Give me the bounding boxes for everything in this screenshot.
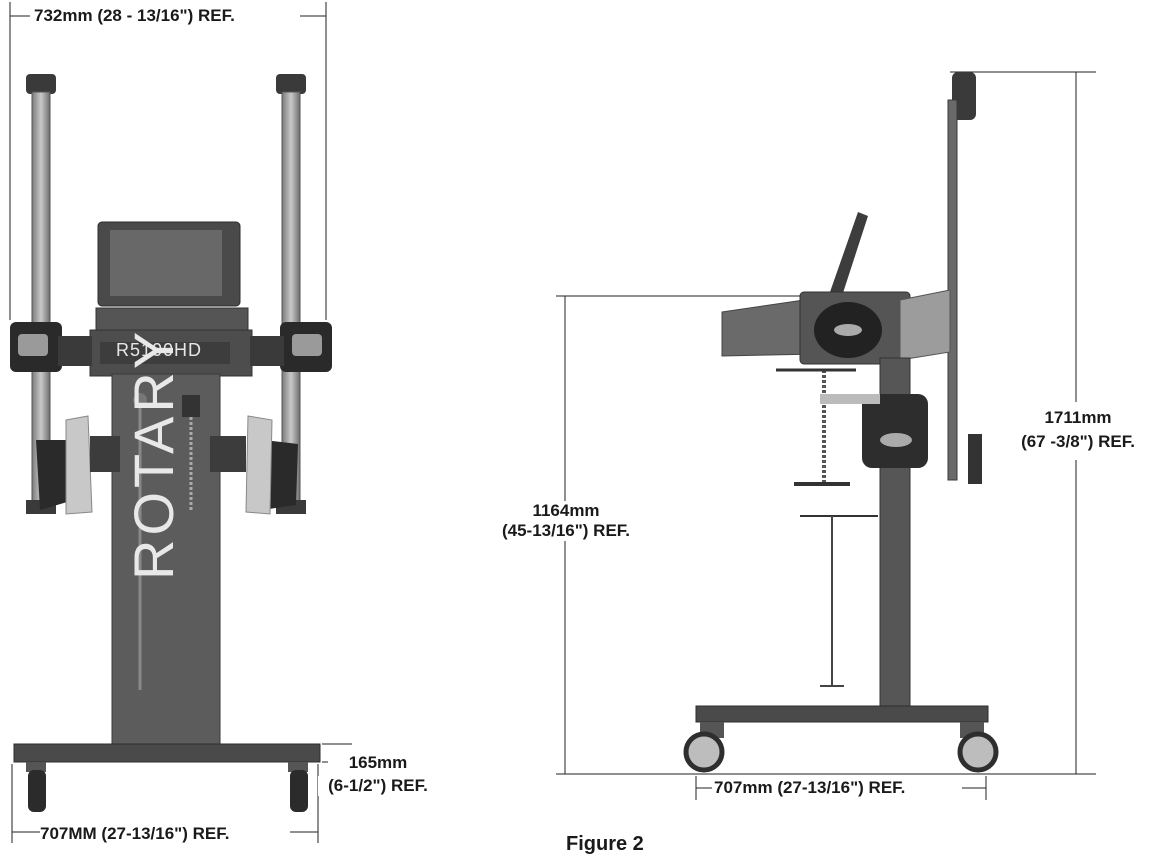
side-right-caster: [957, 722, 999, 773]
right-lower-camera: [210, 415, 298, 515]
side-height-dimension-lines: [556, 71, 1096, 775]
brand-text: ROTARY: [122, 327, 185, 580]
front-bottom-dimension-line: [11, 764, 319, 843]
monitor: [97, 221, 241, 307]
side-mast: [947, 72, 982, 484]
side-height-lower-label-1: 1164mm: [486, 501, 646, 521]
front-column: [111, 373, 221, 747]
front-left-caster: [26, 762, 46, 812]
side-lower-camera: [862, 394, 928, 468]
side-head: [721, 289, 951, 365]
side-view: [556, 71, 1096, 800]
front-view: [9, 2, 352, 843]
side-height-lower-label-2: (45-13/16") REF.: [486, 521, 646, 541]
figure-caption: Figure 2: [566, 833, 644, 855]
front-top-dimension-line: [9, 2, 327, 320]
side-monitor: [830, 212, 868, 296]
front-top-width-label: 732mm (28 - 13/16") REF.: [34, 6, 235, 26]
side-height-total-label-1: 1711mm: [1006, 408, 1150, 428]
side-left-caster: [683, 722, 725, 773]
side-brake-pedal-rod: [776, 368, 880, 687]
side-height-total-label-2: (67 -3/8") REF.: [1006, 432, 1150, 452]
left-sensor-rail: [26, 74, 56, 514]
right-upper-camera: [250, 322, 332, 372]
model-badge: R5100HD: [116, 340, 203, 360]
side-width-dimension-line: [695, 776, 987, 800]
front-base: [13, 743, 321, 763]
right-sensor-rail: [276, 74, 306, 514]
front-base-height-label-2: (6-1/2") REF.: [318, 776, 438, 796]
left-upper-camera: [10, 322, 92, 372]
side-base: [695, 705, 989, 723]
front-bottom-width-label: 707MM (27-13/16") REF.: [40, 824, 230, 844]
side-base-width-label: 707mm (27-13/16") REF.: [714, 778, 906, 798]
front-base-height-label-1: 165mm: [328, 753, 428, 773]
front-right-caster: [288, 762, 308, 812]
left-lower-camera: [36, 415, 120, 515]
